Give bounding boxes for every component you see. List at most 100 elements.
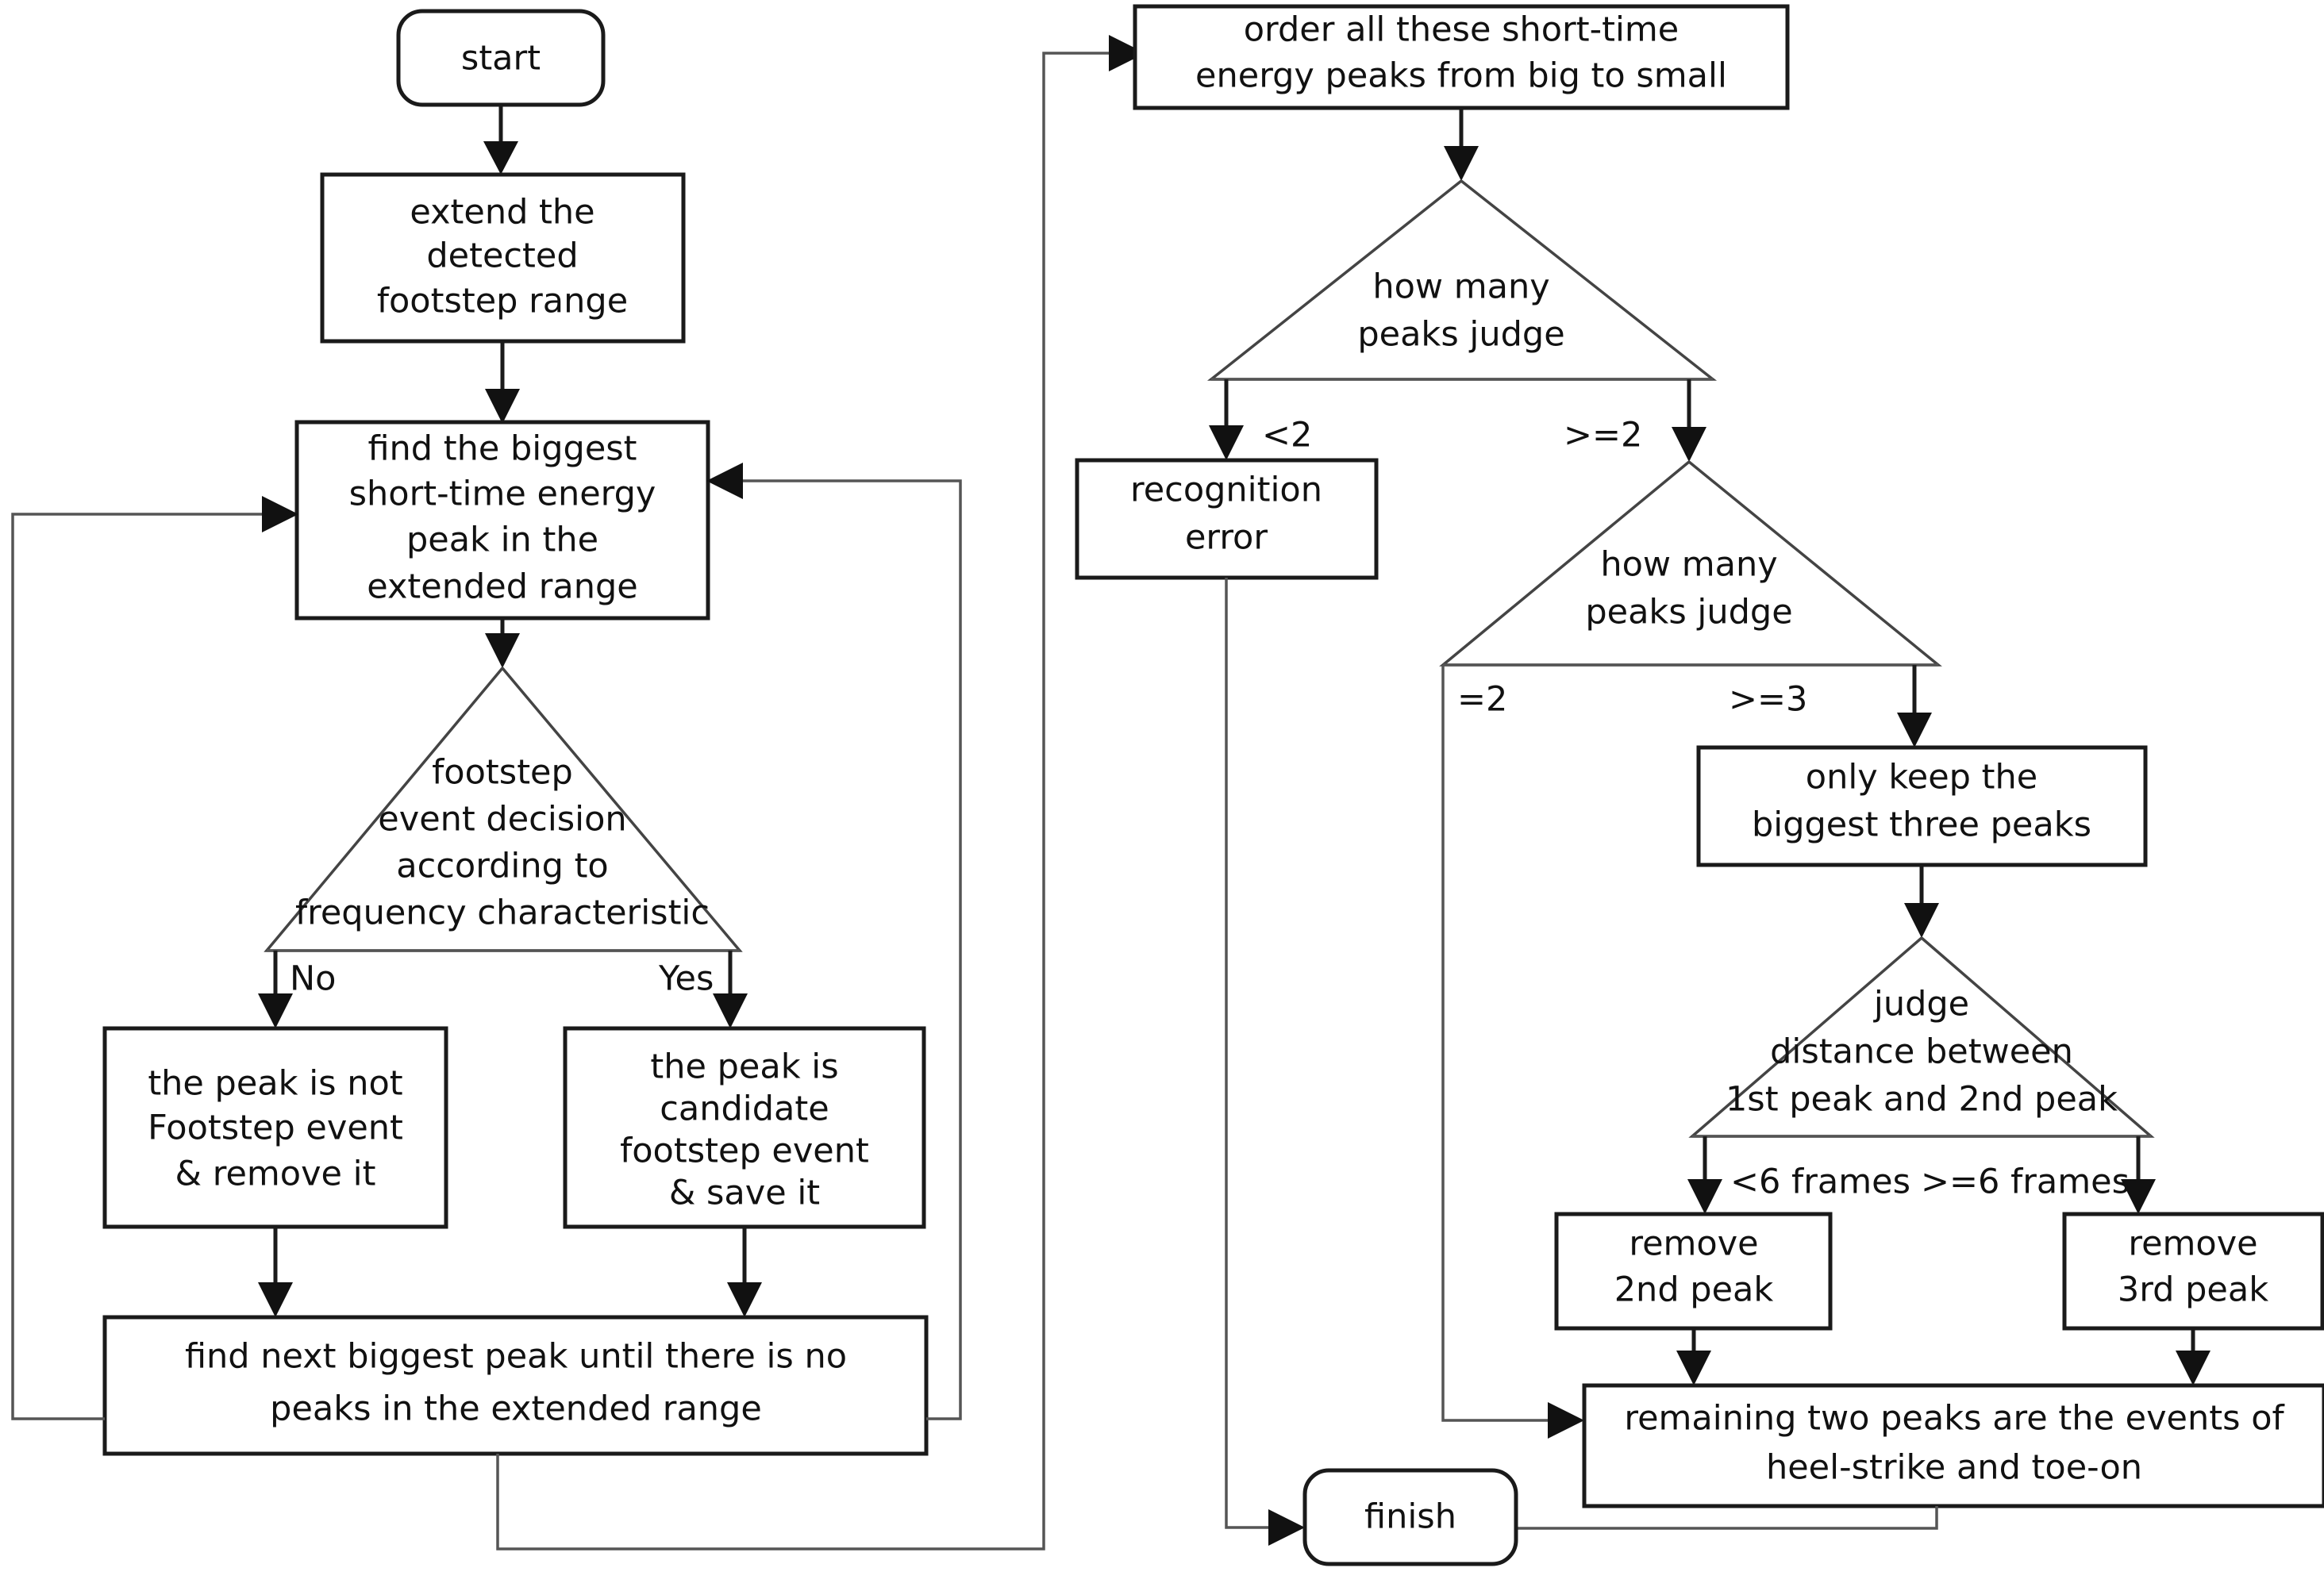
edge-extend-to-find-biggest: [485, 341, 520, 424]
peak-not-footstep-line-1: the peak is not: [148, 1064, 402, 1104]
peak-candidate-line-4: & save it: [669, 1174, 820, 1213]
find-biggest-line-2: short-time energy: [349, 475, 656, 514]
node-remaining-two[interactable]: remaining two peaks are the events of he…: [1582, 1383, 2324, 1508]
edge-judge2-gte3: [1897, 665, 1932, 747]
edge-label-no: No: [290, 959, 336, 999]
edge-label-lt2: <2: [1262, 416, 1312, 455]
keep-three-line-1: only keep the: [1806, 758, 2037, 797]
remove-2nd-shape: [1554, 1212, 1833, 1331]
remove-3rd-line-1: remove: [2128, 1224, 2257, 1264]
peak-not-footstep-shape: [102, 1026, 448, 1229]
edge-keep-three-to-judge-distance: [1904, 865, 1939, 938]
edge-label-gte2: >=2: [1564, 416, 1642, 455]
footstep-decision-line-3: according to: [396, 847, 609, 886]
finish-shape: [1302, 1468, 1518, 1566]
find-next-line-2: peaks in the extended range: [270, 1389, 762, 1429]
how-many-judge-1-line-2: peaks judge: [1357, 315, 1564, 355]
how-many-judge-2-line-2: peaks judge: [1585, 593, 1792, 632]
how-many-judge-2-line-1: how many: [1600, 545, 1777, 585]
node-find-biggest[interactable]: find the biggest short-time energy peak …: [294, 420, 710, 621]
footstep-decision-line-4: frequency characteristic: [295, 893, 710, 933]
node-start[interactable]: start: [396, 9, 606, 107]
edge-remove-3rd-to-remaining: [2176, 1328, 2210, 1385]
keep-three-line-2: biggest three peaks: [1752, 805, 2091, 845]
remove-2nd-line-2: 2nd peak: [1614, 1270, 1774, 1310]
find-biggest-line-4: extended range: [367, 567, 637, 607]
finish-label: finish: [1364, 1497, 1456, 1537]
edge-decision-no: [258, 951, 293, 1028]
edge-judge-distance-gte6: [2121, 1136, 2156, 1214]
peak-not-footstep-line-2: Footstep event: [148, 1109, 403, 1148]
remove-3rd-line-2: 3rd peak: [2118, 1270, 2268, 1310]
find-biggest-line-1: find the biggest: [367, 429, 637, 469]
remaining-two-line-2: heel-strike and toe-on: [1766, 1448, 2142, 1488]
find-next-shape: [102, 1315, 929, 1456]
recognition-error-line-2: error: [1185, 518, 1268, 558]
edge-not-footstep-to-find-next: [258, 1227, 293, 1317]
edge-judge-distance-lt6: [1687, 1136, 1722, 1214]
order-peaks-shape: [1133, 4, 1790, 110]
peak-not-footstep-line-3: & remove it: [175, 1155, 376, 1194]
edge-order-to-judge1: [1444, 108, 1479, 181]
extend-range-line-1: extend the: [410, 193, 594, 232]
edge-find-next-to-order-peaks: [496, 35, 1145, 1550]
judge-distance-line-1: judge: [1873, 985, 1969, 1024]
remove-3rd-shape: [2062, 1212, 2324, 1331]
recognition-error-line-1: recognition: [1130, 471, 1322, 510]
edge-judge2-eq2: [1441, 665, 1584, 1439]
node-peak-not-footstep[interactable]: the peak is not Footstep event & remove …: [102, 1026, 448, 1229]
extend-range-line-2: detected: [426, 236, 578, 276]
recognition-error-shape: [1075, 458, 1379, 580]
extend-range-line-3: footstep range: [377, 282, 628, 321]
peak-candidate-line-3: footstep event: [620, 1132, 869, 1171]
edge-decision-yes: [713, 951, 748, 1028]
edge-label-eq2: =2: [1457, 680, 1507, 720]
node-how-many-judge-1[interactable]: how many peaks judge: [1206, 179, 1718, 381]
edge-remove-2nd-to-remaining: [1676, 1328, 1711, 1385]
edge-start-to-extend: [483, 105, 518, 175]
order-peaks-line-2: energy peaks from big to small: [1195, 56, 1727, 96]
edge-candidate-to-find-next: [727, 1227, 762, 1317]
find-biggest-line-3: peak in the: [406, 521, 598, 560]
peak-candidate-shape: [563, 1026, 926, 1229]
node-judge-distance[interactable]: judge distance between 1st peak and 2nd …: [1688, 936, 2155, 1138]
node-recognition-error[interactable]: recognition error: [1075, 458, 1379, 580]
remaining-two-shape: [1582, 1383, 2324, 1508]
edge-label-gte3: >=3: [1729, 680, 1807, 720]
edge-label-yes: Yes: [658, 959, 714, 999]
footstep-decision-line-1: footstep: [432, 753, 573, 793]
remaining-two-line-1: remaining two peaks are the events of: [1624, 1399, 2284, 1439]
node-finish[interactable]: finish: [1302, 1468, 1518, 1566]
node-keep-three[interactable]: only keep the biggest three peaks: [1696, 745, 2148, 867]
node-remove-2nd[interactable]: remove 2nd peak: [1554, 1212, 1833, 1331]
edge-judge1-lt2: [1209, 379, 1244, 460]
node-remove-3rd[interactable]: remove 3rd peak: [2062, 1212, 2324, 1331]
edge-label-gte6-frames: >=6 frames: [1921, 1162, 2130, 1202]
extend-range-shape: [320, 172, 686, 344]
edge-label-lt6-frames: <6 frames: [1730, 1162, 1910, 1202]
node-extend-range[interactable]: extend the detected footstep range: [320, 172, 686, 344]
node-how-many-judge-2[interactable]: how many peaks judge: [1439, 459, 1942, 667]
edge-loop-right: [706, 463, 962, 1420]
find-biggest-shape: [294, 420, 710, 621]
edge-judge1-gte2: [1672, 379, 1706, 462]
judge-distance-line-3: 1st peak and 2nd peak: [1726, 1080, 2118, 1120]
start-label: start: [461, 39, 541, 79]
node-footstep-decision[interactable]: footstep event decision according to fre…: [264, 666, 743, 952]
edge-recognition-error-to-finish: [1225, 578, 1305, 1546]
how-many-judge-1-line-1: how many: [1372, 267, 1549, 307]
node-peak-candidate[interactable]: the peak is candidate footstep event & s…: [563, 1026, 926, 1229]
node-find-next[interactable]: find next biggest peak until there is no…: [102, 1315, 929, 1456]
remove-2nd-line-1: remove: [1629, 1224, 1758, 1264]
footstep-decision-line-2: event decision: [378, 800, 626, 840]
peak-candidate-line-2: candidate: [660, 1089, 829, 1129]
edge-find-biggest-to-decision: [485, 618, 520, 668]
node-order-peaks[interactable]: order all these short-time energy peaks …: [1133, 4, 1790, 110]
keep-three-shape: [1696, 745, 2148, 867]
edge-loop-left: [11, 496, 298, 1420]
peak-candidate-line-1: the peak is: [650, 1047, 838, 1087]
order-peaks-line-1: order all these short-time: [1244, 10, 1680, 50]
find-next-line-1: find next biggest peak until there is no: [185, 1337, 847, 1377]
